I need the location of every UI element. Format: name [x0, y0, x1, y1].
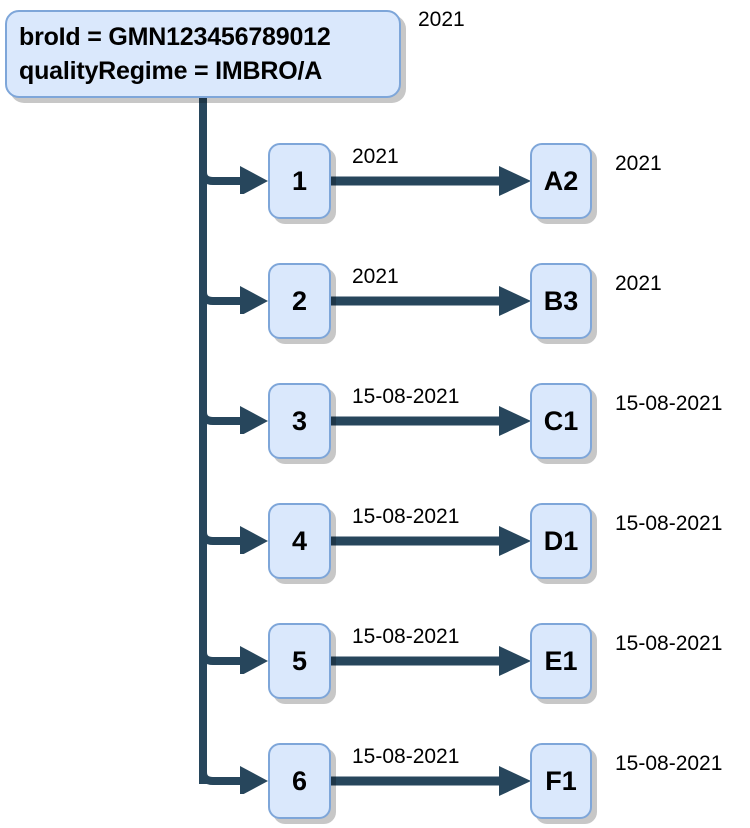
side-label-5: 15-08-2021 [615, 632, 723, 655]
node-level1-5-label: 5 [291, 645, 308, 676]
edge-label-3: 15-08-2021 [352, 385, 460, 408]
branch-connector-6 [196, 750, 274, 799]
side-label-4: 15-08-2021 [615, 512, 723, 535]
side-label-2: 2021 [615, 272, 662, 295]
node-level2-e1[interactable]: E1 [530, 623, 592, 699]
edge-label-4: 15-08-2021 [352, 505, 460, 528]
branch-connector-4 [196, 510, 274, 559]
branch-connector-3 [196, 390, 274, 439]
branch-connector-5 [196, 630, 274, 679]
node-level2-f1[interactable]: F1 [530, 743, 592, 819]
side-label-6: 15-08-2021 [615, 752, 723, 775]
edge-label-6: 15-08-2021 [352, 745, 460, 768]
node-level2-b3-label: B3 [543, 285, 579, 316]
edge-connector-1 [329, 163, 535, 204]
trunk-connector [199, 96, 207, 784]
branch-connector-2 [196, 270, 274, 319]
node-level1-5[interactable]: 5 [268, 623, 331, 699]
node-level2-b3[interactable]: B3 [530, 263, 592, 339]
edge-connector-4 [329, 523, 535, 564]
edge-connector-6 [329, 763, 535, 804]
node-level2-f1-label: F1 [545, 765, 577, 796]
root-node-line-qualityregime: qualityRegime = IMBRO/A [19, 57, 323, 85]
edge-connector-5 [329, 643, 535, 684]
root-node-side-label: 2021 [418, 8, 465, 31]
edge-connector-2 [329, 283, 535, 324]
node-level2-a2-label: A2 [543, 165, 579, 196]
node-level2-d1[interactable]: D1 [530, 503, 592, 579]
root-node-gmn[interactable]: broId = GMN123456789012 qualityRegime = … [5, 10, 401, 98]
node-level1-6-label: 6 [291, 765, 308, 796]
node-level1-3-label: 3 [291, 405, 308, 436]
node-level2-c1[interactable]: C1 [530, 383, 592, 459]
node-level2-a2[interactable]: A2 [530, 143, 592, 219]
node-level1-1-label: 1 [291, 165, 308, 196]
edge-label-1: 2021 [352, 145, 399, 168]
node-level1-3[interactable]: 3 [268, 383, 331, 459]
node-level1-1[interactable]: 1 [268, 143, 331, 219]
node-level1-2[interactable]: 2 [268, 263, 331, 339]
node-level1-2-label: 2 [291, 285, 308, 316]
node-level2-c1-label: C1 [543, 405, 579, 436]
node-level2-d1-label: D1 [543, 525, 579, 556]
root-node-line-broid: broId = GMN123456789012 [19, 23, 331, 51]
node-level1-4-label: 4 [291, 525, 308, 556]
edge-connector-3 [329, 403, 535, 444]
side-label-1: 2021 [615, 152, 662, 175]
node-level1-6[interactable]: 6 [268, 743, 331, 819]
edge-label-5: 15-08-2021 [352, 625, 460, 648]
edge-label-2: 2021 [352, 265, 399, 288]
side-label-3: 15-08-2021 [615, 392, 723, 415]
branch-connector-1 [196, 150, 274, 199]
node-level2-e1-label: E1 [544, 645, 578, 676]
node-level1-4[interactable]: 4 [268, 503, 331, 579]
